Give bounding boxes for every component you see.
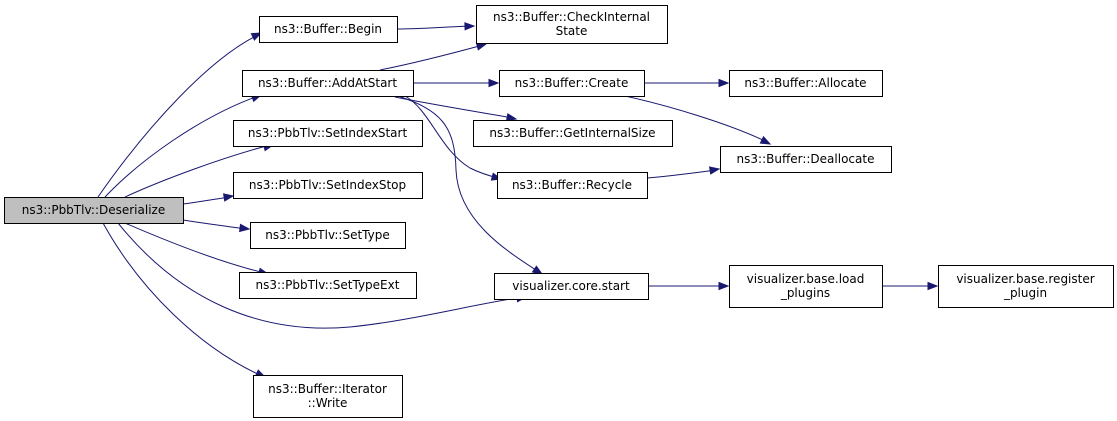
edge-line — [396, 25, 472, 30]
edge-line — [124, 144, 271, 198]
node-box[interactable] — [494, 273, 649, 300]
node-create[interactable]: ns3::Buffer::Create — [499, 70, 645, 97]
node-box[interactable] — [729, 70, 883, 97]
edge-line — [102, 222, 263, 377]
node-box[interactable] — [250, 222, 406, 249]
edge-create-to-deallocate — [624, 95, 772, 145]
edge-root-to-begin — [97, 32, 263, 198]
edge-root-to-setindexstop — [182, 193, 235, 205]
node-box[interactable] — [239, 272, 417, 299]
node-box[interactable] — [233, 172, 423, 199]
node-label: ns3::PbbTlv::Deserialize — [22, 203, 165, 217]
edge-line — [182, 219, 247, 230]
edge-line — [397, 95, 540, 273]
edge-line — [124, 222, 266, 274]
node-label: ns3::Buffer::GetInternalSize — [489, 126, 655, 140]
node-box[interactable] — [253, 375, 403, 418]
node-loadplugins[interactable]: visualizer.base.load_plugins — [729, 265, 883, 308]
node-label: ns3::Buffer::CheckInternal — [493, 10, 650, 24]
edge-line — [104, 95, 259, 198]
node-label: _plugins — [780, 286, 830, 300]
arrowhead — [505, 113, 518, 122]
node-label: ns3::PbbTlv::SetTypeExt — [256, 278, 400, 292]
edge-root-to-settype — [182, 219, 251, 233]
arrowhead — [718, 281, 730, 291]
arrowhead — [239, 223, 251, 233]
node-box[interactable] — [4, 197, 184, 224]
node-label: _plugin — [1003, 286, 1047, 300]
node-label: ns3::Buffer::Begin — [274, 22, 382, 36]
node-label: ::Write — [308, 396, 348, 410]
node-setindexstart[interactable]: ns3::PbbTlv::SetIndexStart — [233, 120, 423, 147]
node-box[interactable] — [233, 120, 423, 147]
node-settypeext[interactable]: ns3::PbbTlv::SetTypeExt — [239, 272, 417, 299]
node-label: visualizer.base.register — [956, 272, 1094, 286]
node-box[interactable] — [497, 172, 648, 199]
edge-root-to-settypeext — [124, 222, 270, 276]
node-label: ns3::Buffer::Allocate — [744, 76, 866, 90]
arrowhead — [222, 193, 235, 202]
arrowhead — [250, 32, 263, 41]
node-box[interactable] — [938, 265, 1114, 308]
edge-line — [97, 33, 261, 198]
node-allocate[interactable]: ns3::Buffer::Allocate — [729, 70, 883, 97]
edge-addatstart-to-getinternalsize — [394, 96, 518, 122]
edge-recycle-to-deallocate — [646, 166, 721, 179]
node-getinternalsize[interactable]: ns3::Buffer::GetInternalSize — [473, 120, 673, 147]
node-label: ns3::Buffer::Create — [515, 76, 629, 90]
node-box[interactable] — [720, 146, 892, 173]
arrowhead — [927, 281, 939, 291]
node-vizstart[interactable]: visualizer.core.start — [494, 273, 649, 300]
node-label: ns3::Buffer::Iterator — [268, 382, 387, 396]
edge-line — [624, 95, 768, 143]
edge-line — [404, 95, 499, 179]
node-label: ns3::Buffer::Deallocate — [737, 152, 875, 166]
arrowhead — [718, 78, 730, 88]
node-box[interactable] — [729, 265, 883, 308]
edge-addatstart-to-create — [413, 78, 500, 88]
node-settype[interactable]: ns3::PbbTlv::SetType — [250, 222, 406, 249]
nodes-layer: ns3::PbbTlv::Deserialize ns3::Buffer::Beg… — [4, 5, 1114, 418]
node-box[interactable] — [499, 70, 645, 97]
node-recycle[interactable]: ns3::Buffer::Recycle — [497, 172, 648, 199]
node-label: ns3::Buffer::AddAtStart — [258, 76, 397, 90]
edge-line — [394, 96, 514, 119]
node-setindexstop[interactable]: ns3::PbbTlv::SetIndexStop — [233, 172, 423, 199]
node-write[interactable]: ns3::Buffer::Iterator::Write — [253, 375, 403, 418]
node-root[interactable]: ns3::PbbTlv::Deserialize — [4, 197, 184, 224]
node-addatstart[interactable]: ns3::Buffer::AddAtStart — [242, 70, 414, 97]
arrowhead — [488, 78, 500, 88]
node-box[interactable] — [476, 5, 668, 44]
arrowhead — [464, 22, 476, 31]
node-label: ns3::PbbTlv::SetType — [265, 228, 390, 242]
node-registerplugin[interactable]: visualizer.base.register_plugin — [938, 265, 1114, 308]
edge-begin-to-checkinternal — [396, 22, 476, 31]
arrowhead — [531, 265, 544, 275]
node-box[interactable] — [242, 70, 414, 97]
arrowhead — [759, 135, 772, 145]
node-label: visualizer.core.start — [512, 279, 630, 293]
edge-vizstart-to-loadplugins — [647, 281, 730, 291]
arrowhead — [708, 166, 721, 175]
edge-create-to-allocate — [644, 78, 730, 88]
node-box[interactable] — [259, 16, 398, 43]
node-label: ns3::PbbTlv::SetIndexStart — [248, 126, 408, 140]
edge-addatstart-to-checkinternal — [379, 42, 488, 71]
edge-line — [646, 169, 717, 179]
node-begin[interactable]: ns3::Buffer::Begin — [259, 16, 398, 43]
node-label: visualizer.base.load — [747, 272, 865, 286]
node-deallocate[interactable]: ns3::Buffer::Deallocate — [720, 146, 892, 173]
edge-line — [117, 222, 524, 329]
node-box[interactable] — [473, 120, 673, 147]
node-label: ns3::PbbTlv::SetIndexStop — [249, 178, 406, 192]
node-label: ns3::Buffer::Recycle — [512, 178, 632, 192]
node-label: State — [556, 24, 588, 38]
edge-root-to-write — [102, 222, 267, 378]
edge-line — [379, 44, 484, 71]
arrowhead — [475, 42, 488, 51]
edge-loadplugins-to-registerplugin — [881, 281, 939, 291]
